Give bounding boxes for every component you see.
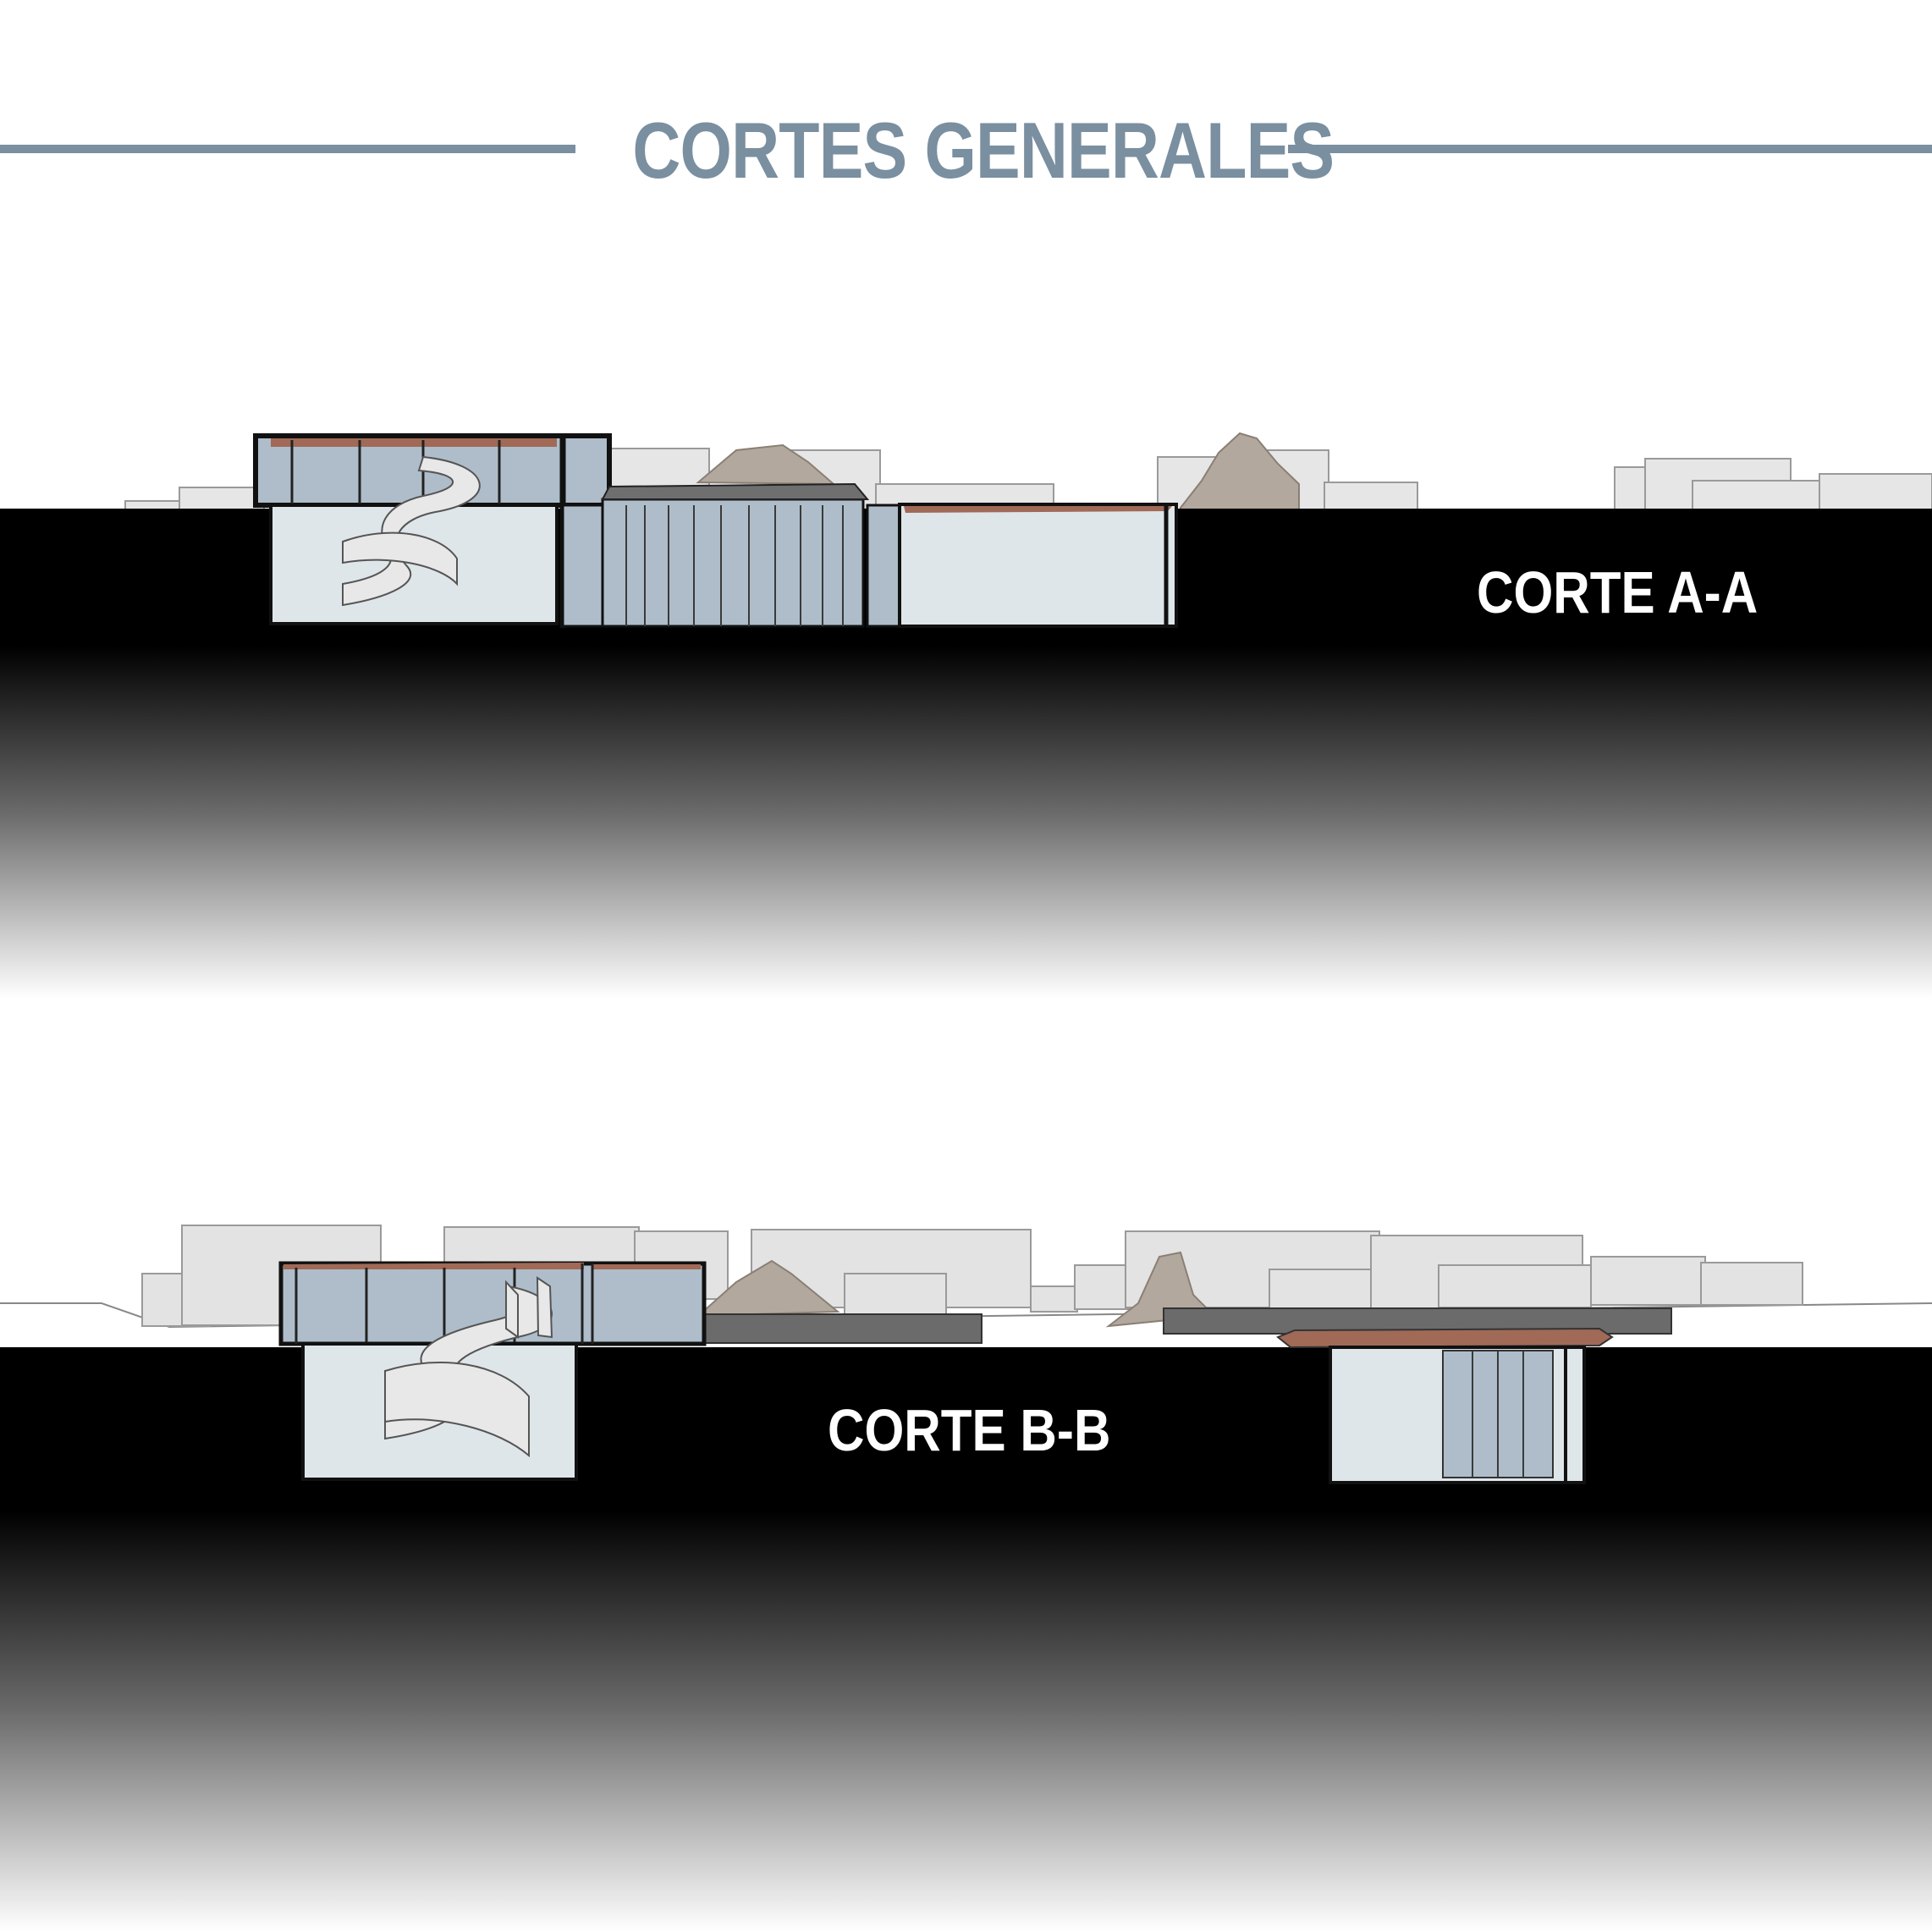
section-a-drawing xyxy=(0,432,1932,999)
spiral-stair-a xyxy=(342,455,481,607)
section-label-b: CORTE B-B xyxy=(828,1397,1111,1463)
right-wing-a xyxy=(898,503,1178,628)
title-rule-left xyxy=(0,145,575,153)
pavilion-a xyxy=(253,433,612,628)
spiral-stair-b xyxy=(384,1276,553,1458)
title-rule-right xyxy=(1288,145,1932,153)
context-buildings-b xyxy=(141,1225,1803,1327)
page-title: CORTES GENERALES xyxy=(632,106,1335,195)
pavilion-b-right xyxy=(1276,1327,1614,1484)
central-volume-a xyxy=(601,482,901,628)
pavilion-b-left xyxy=(278,1261,707,1481)
section-label-a: CORTE A-A xyxy=(1477,559,1759,625)
terrain-plinths-b xyxy=(702,1307,1672,1344)
